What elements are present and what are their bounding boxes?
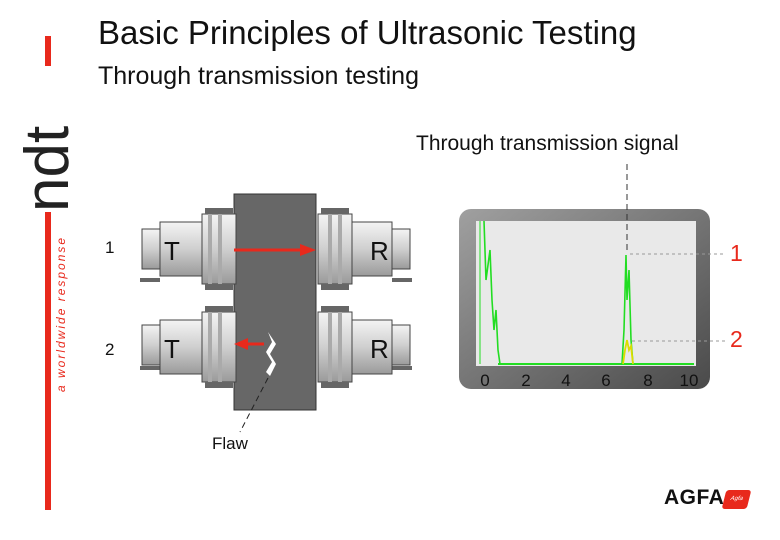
transmitter-label-2: T <box>164 334 180 364</box>
x-tick: 2 <box>521 371 531 390</box>
trace-label-2: 2 <box>730 326 743 352</box>
ndt-logo: ndt a worldwide response <box>13 36 74 510</box>
receiver-probe-1 <box>317 208 412 290</box>
receiver-body-2 <box>351 319 393 375</box>
initial-pulse-trace <box>483 220 501 365</box>
signal-title: Through transmission signal <box>416 132 679 155</box>
page-title: Basic Principles of Ultrasonic Testing <box>98 14 637 51</box>
sound-arrow-2-head <box>234 338 248 350</box>
transmitter-body-1 <box>159 221 203 277</box>
signal-screen <box>476 221 696 366</box>
row-number-2: 2 <box>105 340 115 359</box>
agfa-logo-text: AGFA <box>664 486 725 509</box>
receiver-label-1: R <box>370 236 389 266</box>
transmitter-probe-2 <box>140 306 237 388</box>
transmitter-body-2 <box>159 319 203 375</box>
flaw-label: Flaw <box>212 434 248 453</box>
receiver-body-1 <box>351 221 393 277</box>
transmitter-label-1: T <box>164 236 180 266</box>
x-tick: 6 <box>601 371 611 390</box>
received-pulse-trace-2 <box>622 339 634 365</box>
agfa-badge: Agfa <box>721 490 752 509</box>
x-tick: 4 <box>561 371 571 390</box>
receiver-label-2: R <box>370 334 389 364</box>
receiver-probe-2 <box>317 306 412 388</box>
logo-wordmark: ndt <box>13 126 74 212</box>
flaw-leader <box>239 377 269 433</box>
sound-arrow-1-head <box>300 244 316 256</box>
x-tick: 0 <box>480 371 490 390</box>
x-tick: 8 <box>643 371 653 390</box>
row-number-1: 1 <box>105 238 115 257</box>
test-specimen <box>233 193 317 411</box>
page-subtitle: Through transmission testing <box>98 62 419 90</box>
logo-bar-top <box>45 36 51 66</box>
flaw-shape <box>266 332 276 376</box>
x-tick: 10 <box>679 371 699 390</box>
logo-tagline: a worldwide response <box>54 236 68 392</box>
trace-label-1: 1 <box>730 240 743 266</box>
transmitter-probe-1 <box>140 208 237 290</box>
logo-bar-bottom <box>45 212 51 510</box>
received-pulse-trace-1 <box>621 254 634 365</box>
